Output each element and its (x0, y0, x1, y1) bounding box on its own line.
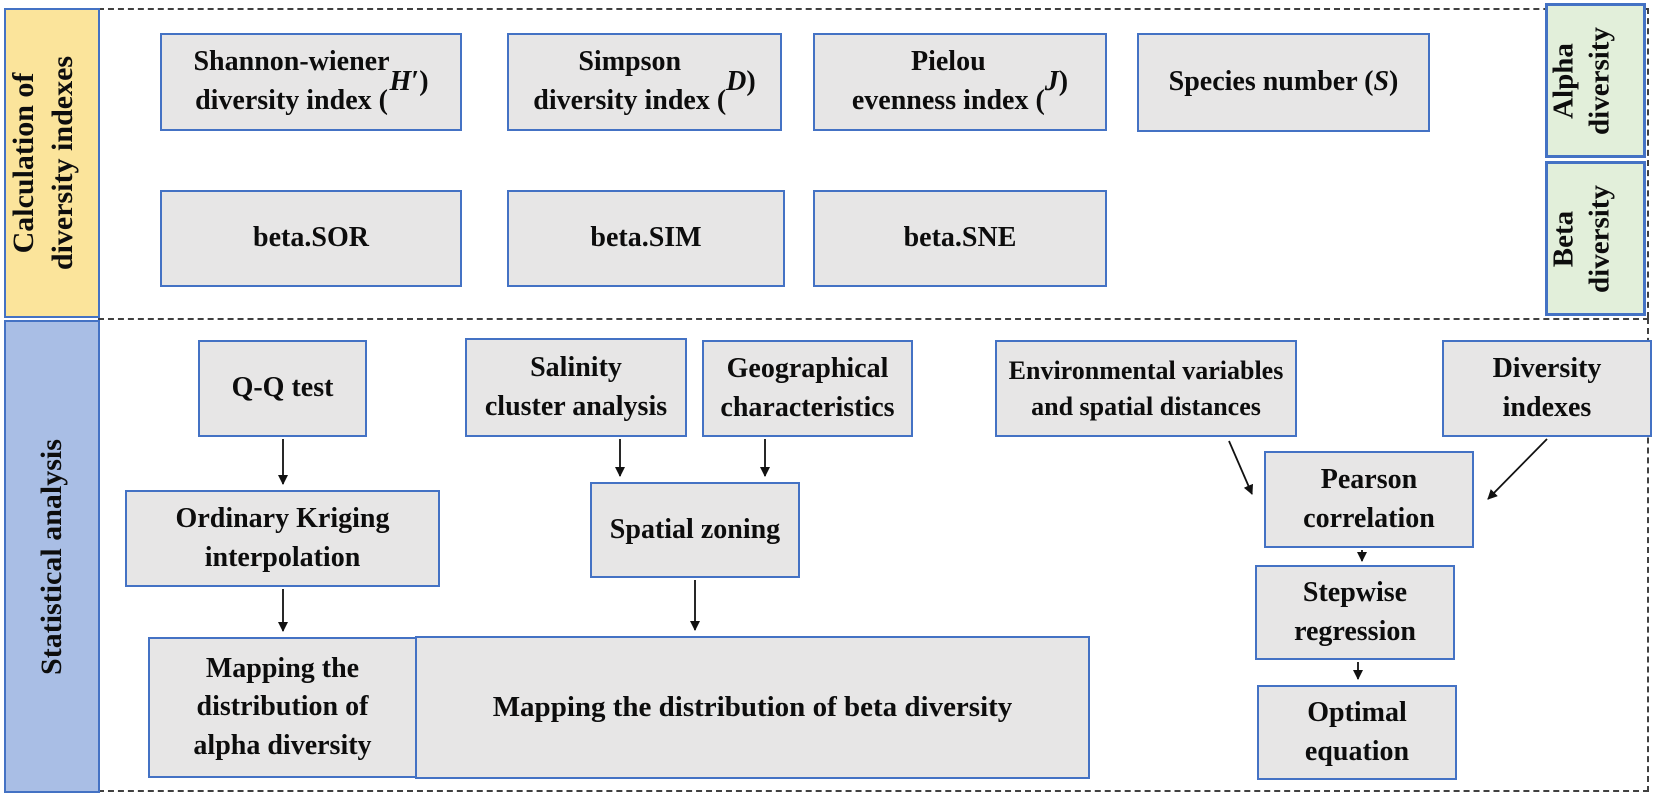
box-species-number: Species number (S) (1137, 33, 1430, 132)
box-qq-test: Q-Q test (198, 340, 367, 437)
box-spatial-zoning: Spatial zoning (590, 482, 800, 578)
box-beta-sor: beta.SOR (160, 190, 462, 287)
box-mapping-beta: Mapping the distribution of beta diversi… (415, 636, 1090, 779)
statistical-sidebar-label: Statistical analysis (35, 438, 68, 675)
statistical-sidebar: Statistical analysis (4, 320, 100, 793)
box-beta-sim: beta.SIM (507, 190, 785, 287)
box-beta-sne: beta.SNE (813, 190, 1107, 287)
